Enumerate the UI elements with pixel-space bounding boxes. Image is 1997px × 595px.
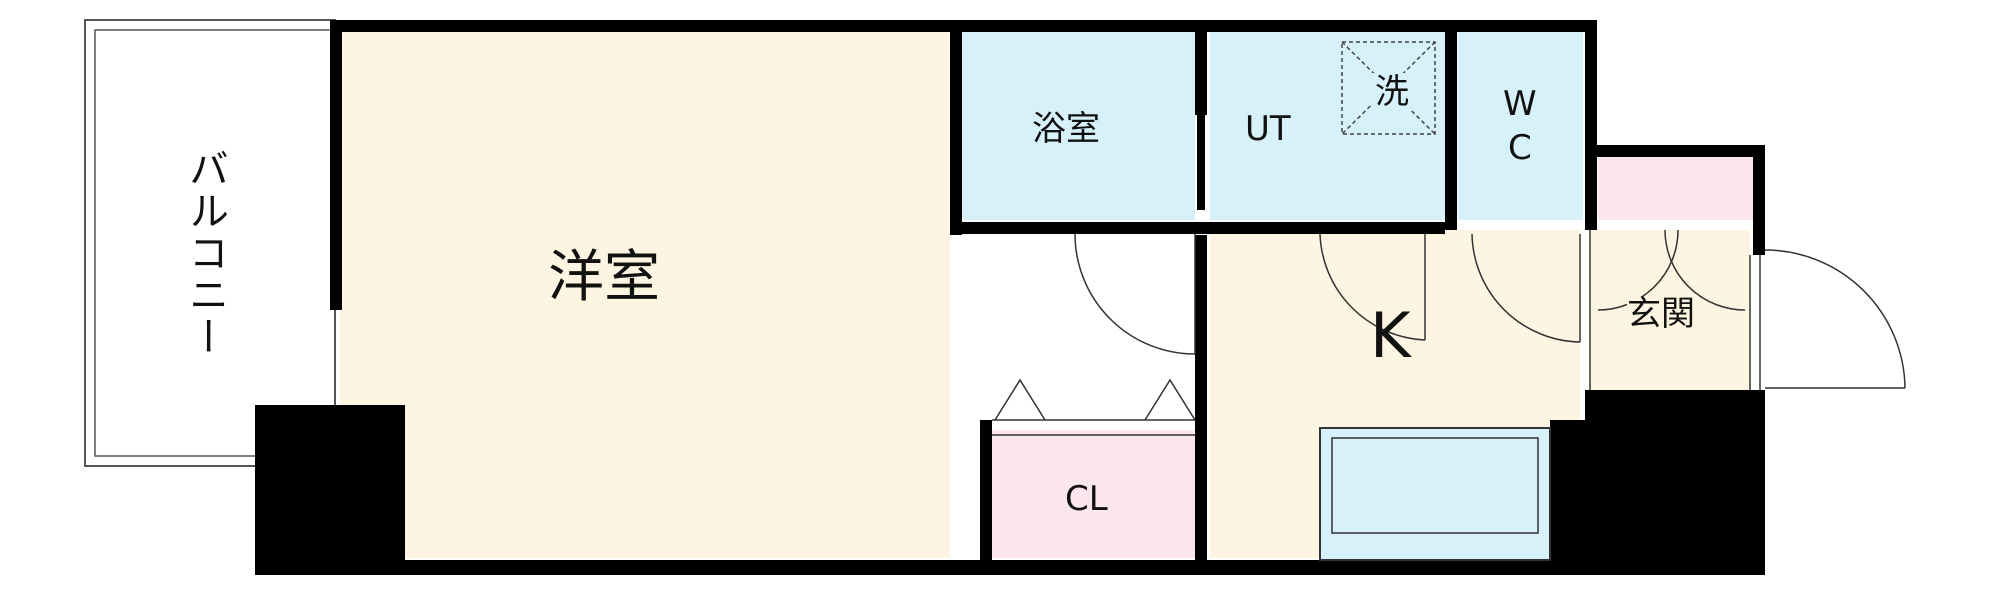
utility-label: UT	[1245, 109, 1291, 149]
kitchen-label: K	[1370, 299, 1411, 372]
closet-area	[990, 430, 1200, 558]
closet-label: CL	[1065, 479, 1108, 519]
balcony	[84, 19, 336, 467]
western-room-floor	[340, 28, 950, 558]
walls	[255, 20, 1765, 575]
western-room-label: 洋室	[548, 245, 660, 310]
door-swings	[1074, 229, 1906, 390]
bath-label: 浴室	[1032, 109, 1100, 149]
balcony-label: バルコニー	[182, 148, 228, 358]
toilet-label: W C	[1503, 84, 1537, 169]
entrance-label: 玄関	[1627, 294, 1695, 334]
washer-label: 洗	[1372, 73, 1412, 111]
entry-storage-area	[1598, 155, 1753, 220]
kitchen-counter	[1319, 427, 1551, 561]
utility-area	[1210, 30, 1445, 220]
closet-doors	[992, 378, 1196, 436]
toilet-area	[1458, 30, 1583, 220]
bath-area	[960, 30, 1195, 220]
